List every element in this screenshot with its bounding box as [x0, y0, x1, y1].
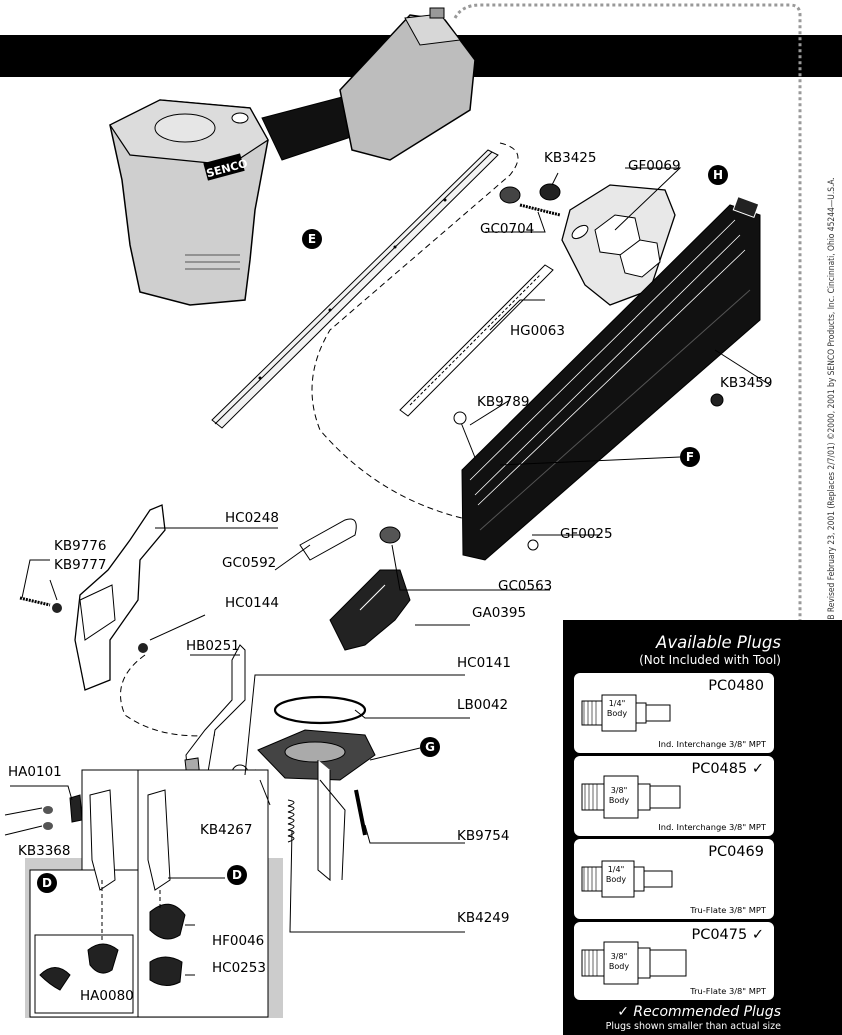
plug-icon	[581, 775, 681, 819]
plug-card: PC0469 1/4" Body Tru-Flate 3/8" MPT	[573, 838, 775, 920]
part-label-hg0063: HG0063	[510, 323, 565, 339]
document-revision-text: NFD01B Revised February 23, 2001 (Replac…	[826, 80, 838, 645]
part-label-kb9789: KB9789	[477, 394, 530, 410]
part-label-kb4249: KB4249	[457, 910, 510, 926]
plug-body-size: 1/4" Body	[606, 699, 628, 718]
magazine-illustration	[461, 196, 761, 561]
plug-connection: Tru-Flate 3/8" MPT	[690, 905, 766, 915]
part-label-ha0080: HA0080	[80, 988, 134, 1004]
part-label-kb9777: KB9777	[54, 557, 107, 573]
part-label-kb3425: KB3425	[544, 150, 597, 166]
driver-assembly-illustration	[329, 569, 411, 651]
plugs-size-note: Plugs shown smaller than actual size	[605, 1021, 781, 1032]
section-marker-g: G	[420, 737, 440, 757]
plug-body-size: 3/8" Body	[608, 952, 630, 971]
latch-assembly-illustration	[19, 504, 401, 691]
part-label-gf0069: GF0069	[628, 158, 681, 174]
plugs-title: Available Plugs	[656, 633, 781, 652]
plug-card: PC0475 ✓ 3/8" Body Tru-Flate 3/8" MPT	[573, 921, 775, 1001]
part-label-hc0144: HC0144	[225, 595, 279, 611]
plug-code: PC0480	[708, 678, 764, 694]
plug-connection: Tru-Flate 3/8" MPT	[690, 986, 766, 996]
plug-body-size: 1/4" Body	[605, 865, 627, 884]
guide-rail-illustration	[211, 149, 499, 429]
part-label-kb9754: KB9754	[457, 828, 510, 844]
plug-card: PC0485 ✓ 3/8" Body Ind. Interchange 3/8"…	[573, 755, 775, 837]
part-label-gc0704: GC0704	[480, 221, 535, 237]
plug-connection: Ind. Interchange 3/8" MPT	[658, 739, 766, 749]
plug-connection: Ind. Interchange 3/8" MPT	[658, 822, 766, 832]
plug-icon	[581, 860, 673, 898]
plug-card: PC0480 1/4" Body Ind. Interchange 3/8" M…	[573, 672, 775, 754]
part-label-hc0248: HC0248	[225, 510, 279, 526]
section-marker-e: E	[302, 229, 322, 249]
part-label-lb0042: LB0042	[457, 697, 509, 713]
revision-line: NFD01B Revised February 23, 2001 (Replac…	[826, 177, 836, 645]
leader-lines	[4, 167, 771, 976]
part-label-kb4267: KB4267	[200, 822, 253, 838]
section-marker-d-right: D	[227, 865, 247, 885]
section-marker-h: H	[708, 165, 728, 185]
recommended-plugs-legend: ✓ Recommended Plugs	[617, 1004, 781, 1020]
part-label-gf0025: GF0025	[560, 526, 613, 542]
plug-icon	[581, 694, 671, 732]
section-marker-f: F	[680, 447, 700, 467]
part-label-gc0563: GC0563	[498, 578, 553, 594]
part-label-kb3368: KB3368	[18, 843, 71, 859]
plug-code: PC0469	[708, 844, 764, 860]
plug-code: PC0485 ✓	[691, 761, 764, 777]
plug-icon	[581, 941, 687, 985]
latch-options-illustration	[25, 769, 283, 1018]
fasteners-illustration	[453, 183, 724, 551]
part-label-hc0141: HC0141	[457, 655, 511, 671]
part-label-gc0592: GC0592	[222, 555, 277, 571]
part-label-kb9776: KB9776	[54, 538, 107, 554]
part-label-kb3459: KB3459	[720, 375, 773, 391]
plugs-subtitle: (Not Included with Tool)	[639, 653, 781, 667]
part-label-ha0101: HA0101	[8, 764, 62, 780]
tool-housing-illustration	[109, 7, 476, 306]
plug-body-size: 3/8" Body	[608, 786, 630, 805]
part-label-hf0046: HF0046	[212, 933, 265, 949]
section-marker-d-left: D	[37, 873, 57, 893]
plug-code: PC0475 ✓	[691, 927, 764, 943]
available-plugs-panel: Available Plugs (Not Included with Tool)…	[563, 620, 842, 1035]
part-label-hb0251: HB0251	[186, 638, 240, 654]
part-label-hc0253: HC0253	[212, 960, 266, 976]
cylinder-cap-illustration	[257, 695, 376, 882]
strip-illustration	[399, 264, 554, 417]
part-label-ga0395: GA0395	[472, 605, 527, 621]
